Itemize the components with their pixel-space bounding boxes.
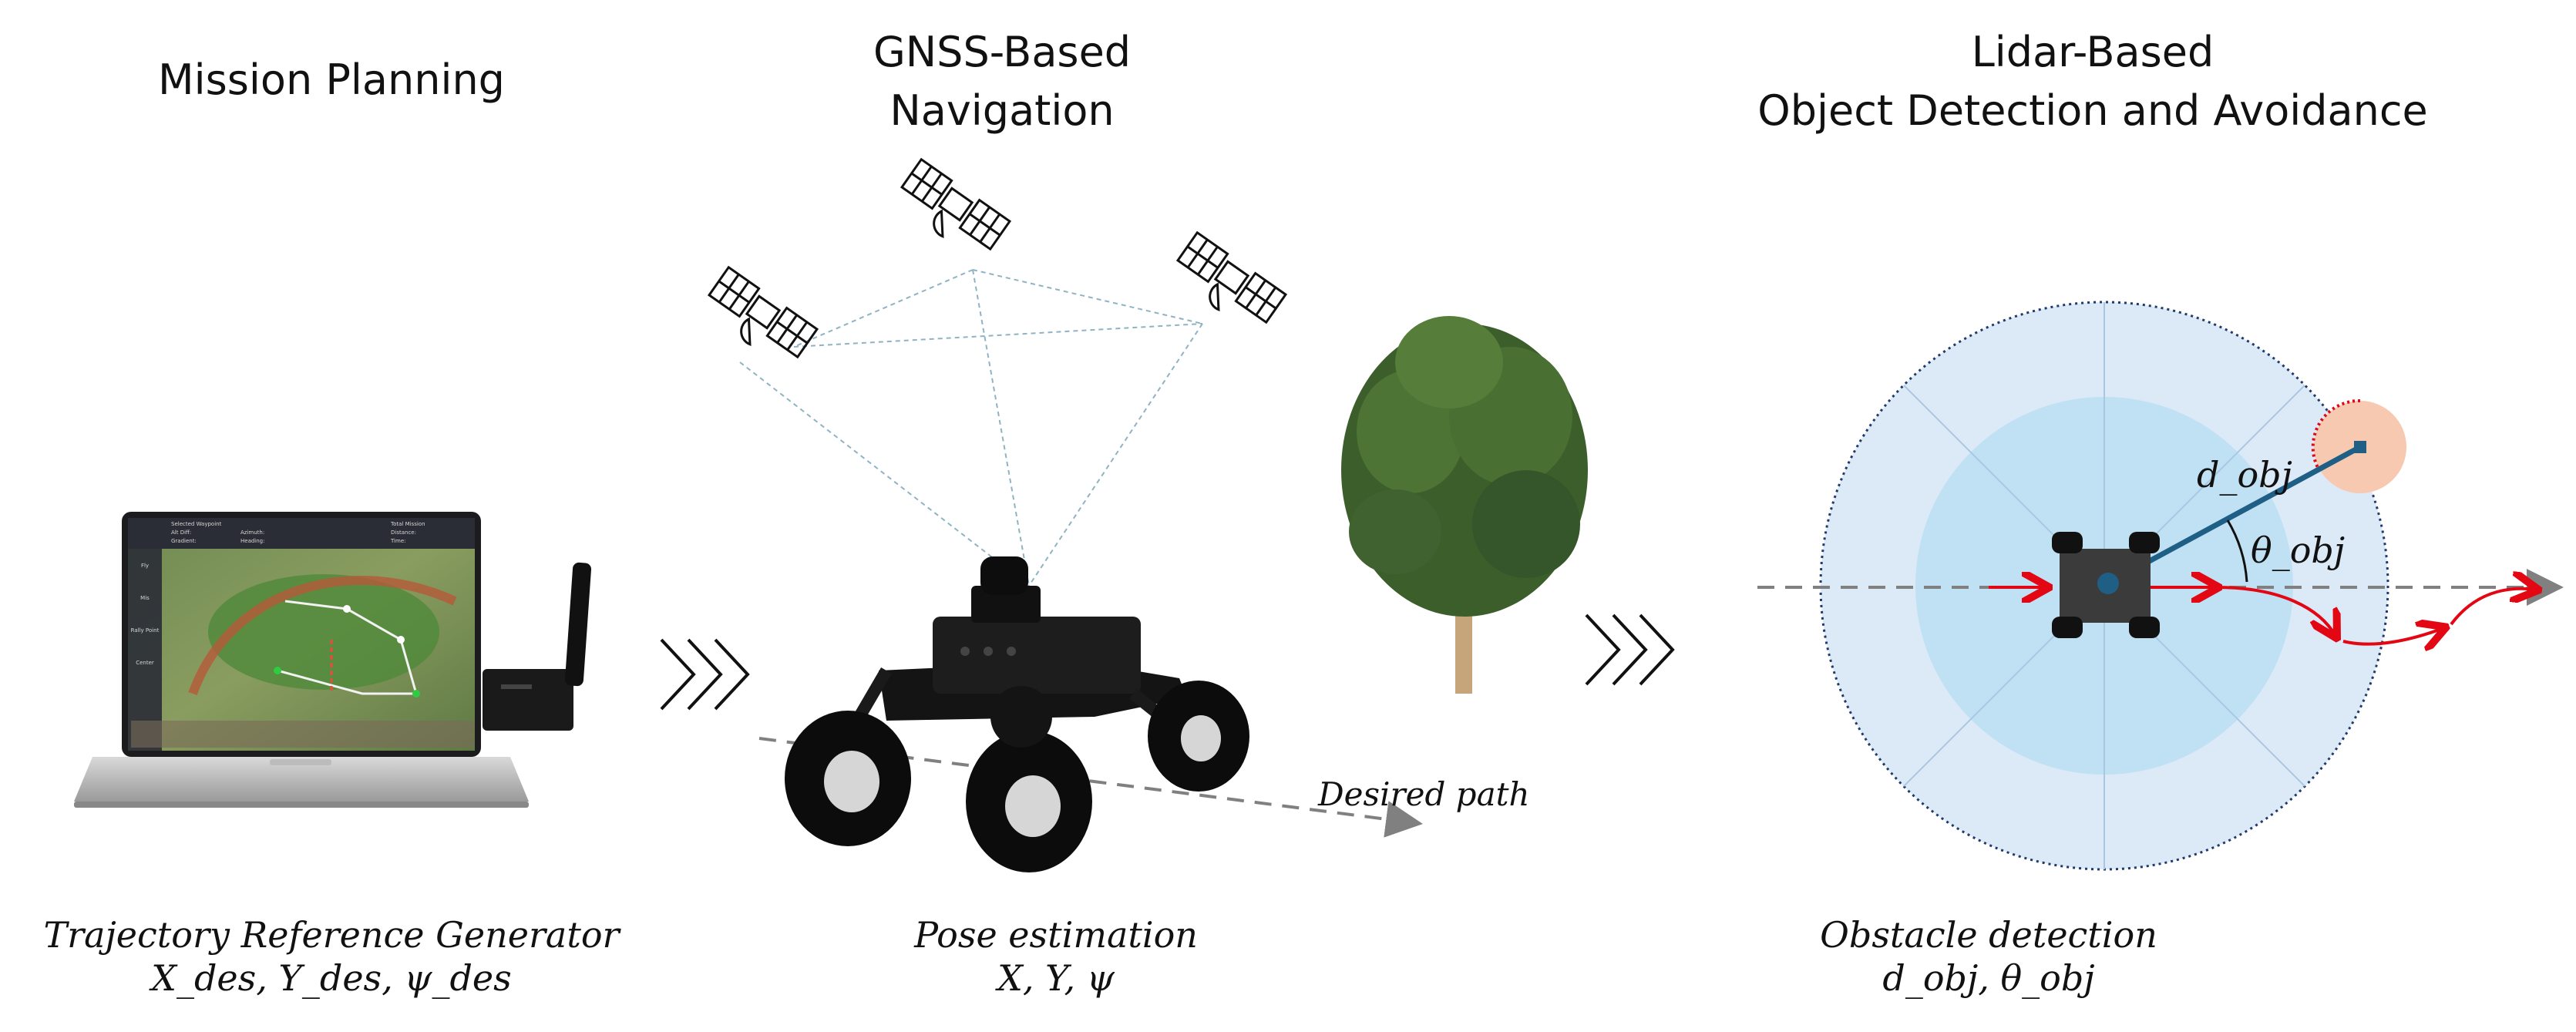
satellite-links <box>739 269 1203 587</box>
laptop-side-tools: Fly Mis Rally Point Center <box>128 563 162 666</box>
mission-caption-line1: Trajectory Reference Generator <box>43 914 620 956</box>
rover-wheel <box>785 711 911 846</box>
angle-label: θ_obj <box>2251 529 2345 571</box>
gnss-caption-line1: Pose estimation <box>914 914 1198 956</box>
rover-top-view-icon <box>2052 532 2160 638</box>
chevron-icon <box>1612 613 1648 686</box>
chevron-icon <box>714 638 750 711</box>
laptop-stats-bar <box>128 518 475 549</box>
radio-body <box>483 669 573 731</box>
sat-link <box>972 269 1203 324</box>
chevron-icon <box>687 638 723 711</box>
lidar-title-line1: Lidar-Based <box>1971 28 2214 76</box>
map-mission-path <box>277 600 418 695</box>
mission-caption-line2: X_des, Y_des, ψ_des <box>151 957 512 999</box>
stat-label: Alt Diff: <box>171 529 192 536</box>
sat-link <box>1028 323 1203 587</box>
gnss-caption-line2: X, Y, ψ <box>997 957 1115 999</box>
map-waypoint <box>274 667 281 674</box>
laptop-notch <box>270 759 331 765</box>
angle-arc <box>2226 519 2248 583</box>
laptop-stats-text: Selected Waypoint Alt Diff: Gradient: Az… <box>171 520 472 548</box>
stats-left-column: Selected Waypoint Alt Diff: Gradient: <box>171 520 221 546</box>
desired-path-label: Desired path <box>1317 775 1530 813</box>
map-waypoint <box>412 690 420 698</box>
red-avoid-curve <box>2215 586 2336 636</box>
sat-link <box>793 323 1203 348</box>
satellite-icon <box>900 157 1012 251</box>
sat-link <box>739 361 1030 587</box>
laptop-side-toolbar <box>128 549 162 751</box>
laptop-illustration <box>74 512 529 808</box>
chevron-arrows-1 <box>660 638 750 711</box>
map-waypoint <box>343 605 351 613</box>
sat-link <box>972 269 1030 587</box>
chevron-icon <box>1585 613 1621 686</box>
obstacle-point <box>2354 441 2366 453</box>
stat-label: Selected Waypoint <box>171 521 222 527</box>
tool-fly[interactable]: Fly <box>140 563 150 569</box>
mission-caption: Trajectory Reference Generator X_des, Y_… <box>15 913 647 1000</box>
stat-label: Heading: <box>240 538 265 544</box>
distance-label: d_obj <box>2197 454 2292 496</box>
lidar-title-line2: Object Detection and Avoidance <box>1757 86 2428 135</box>
satellite-icon <box>707 265 819 359</box>
map-track <box>188 576 457 696</box>
stat-label: Time: <box>391 538 406 544</box>
map-buildings <box>131 721 474 748</box>
gnss-title-line1: GNSS-Based <box>873 28 1132 76</box>
laptop-base <box>74 757 529 802</box>
sat-link <box>793 269 974 348</box>
gnss-navigation-title: GNSS-Based Navigation <box>771 23 1233 140</box>
red-avoid-curve <box>2450 589 2536 626</box>
mission-planning-title-text: Mission Planning <box>158 55 505 104</box>
map-field <box>208 574 439 690</box>
rover-wheel <box>990 686 1052 748</box>
rover-sensor-box <box>971 586 1041 623</box>
obstacle-detected-edge <box>2311 398 2361 473</box>
tool-center[interactable]: Center <box>136 660 154 666</box>
laptop-base-edge <box>74 802 529 808</box>
chevron-icon <box>660 638 696 711</box>
rover-wheel <box>966 731 1092 872</box>
red-avoid-curve <box>2342 628 2443 644</box>
stat-label: Gradient: <box>171 538 197 544</box>
tool-rally-point[interactable]: Rally Point <box>130 627 160 634</box>
stat-label: Total Mission <box>391 521 425 527</box>
angle-label-text: θ_obj <box>2251 529 2345 571</box>
gnss-caption: Pose estimation X, Y, ψ <box>817 913 1295 1000</box>
satellite-icon <box>1175 230 1288 324</box>
lidar-caption: Obstacle detection d_obj, θ_obj <box>1727 913 2251 1000</box>
lidar-scheme <box>1757 301 2564 871</box>
rover-body <box>933 617 1141 694</box>
radio-antenna <box>564 562 592 687</box>
tool-mission[interactable]: Mis <box>140 595 150 601</box>
radio-label <box>501 684 532 689</box>
stat-label: Distance: <box>391 529 416 536</box>
stats-right-column: Total Mission Distance: Time: <box>391 520 425 546</box>
chevron-icon <box>1639 613 1675 686</box>
tree-illustration <box>1341 316 1588 694</box>
rover-illustration <box>758 556 1423 872</box>
lidar-caption-line2: d_obj, θ_obj <box>1882 957 2095 999</box>
stats-mid-column: Azimuth: Heading: <box>240 529 265 546</box>
distance-label-text: d_obj <box>2197 454 2292 496</box>
map-waypoint <box>397 636 405 644</box>
rover-gnss-antenna <box>980 556 1028 595</box>
rover-wheel <box>1148 681 1249 792</box>
chevron-arrows-2 <box>1585 613 1675 686</box>
telemetry-radio-illustration <box>483 562 592 731</box>
lidar-caption-line1: Obstacle detection <box>1820 914 2157 956</box>
mission-planning-title: Mission Planning <box>108 51 555 109</box>
stat-label: Azimuth: <box>240 529 265 536</box>
gnss-title-line2: Navigation <box>889 86 1115 135</box>
lidar-detection-title: Lidar-Based Object Detection and Avoidan… <box>1665 23 2521 140</box>
